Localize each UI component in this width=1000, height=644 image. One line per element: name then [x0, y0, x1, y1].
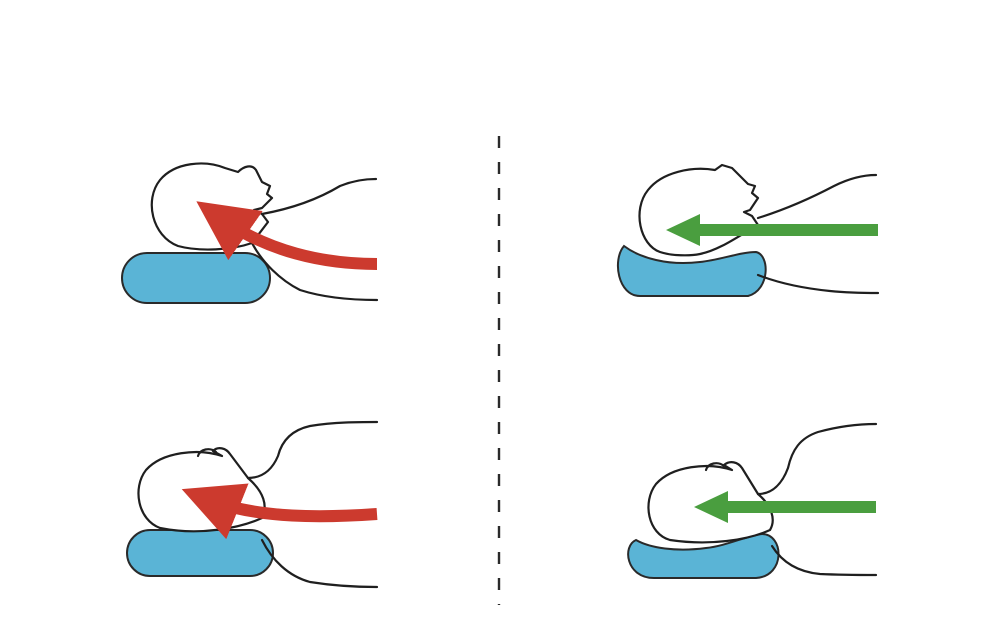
curved-arrow-icon — [181, 483, 378, 540]
curved-arrow-icon — [196, 201, 378, 270]
arrow-head — [694, 491, 728, 523]
body-outline — [260, 177, 378, 216]
shoulder-outline — [756, 422, 878, 496]
back-line — [756, 273, 880, 295]
panel-top-right — [616, 163, 880, 297]
contoured-pillow — [627, 532, 780, 579]
panel-bottom-left — [126, 420, 379, 589]
back-line — [250, 241, 379, 302]
body-outline — [756, 173, 878, 220]
panel-top-left — [121, 162, 379, 304]
flat-pillow — [121, 252, 271, 304]
contoured-pillow — [616, 244, 767, 297]
flat-pillow — [126, 529, 274, 577]
ear-outline — [196, 448, 218, 458]
back-line — [770, 544, 878, 577]
shoulder-outline — [246, 420, 379, 480]
arrow-head — [666, 214, 700, 246]
panel-bottom-right — [627, 422, 878, 579]
back-line — [260, 538, 379, 589]
ear-outline — [704, 462, 726, 472]
head-outline — [137, 447, 266, 533]
